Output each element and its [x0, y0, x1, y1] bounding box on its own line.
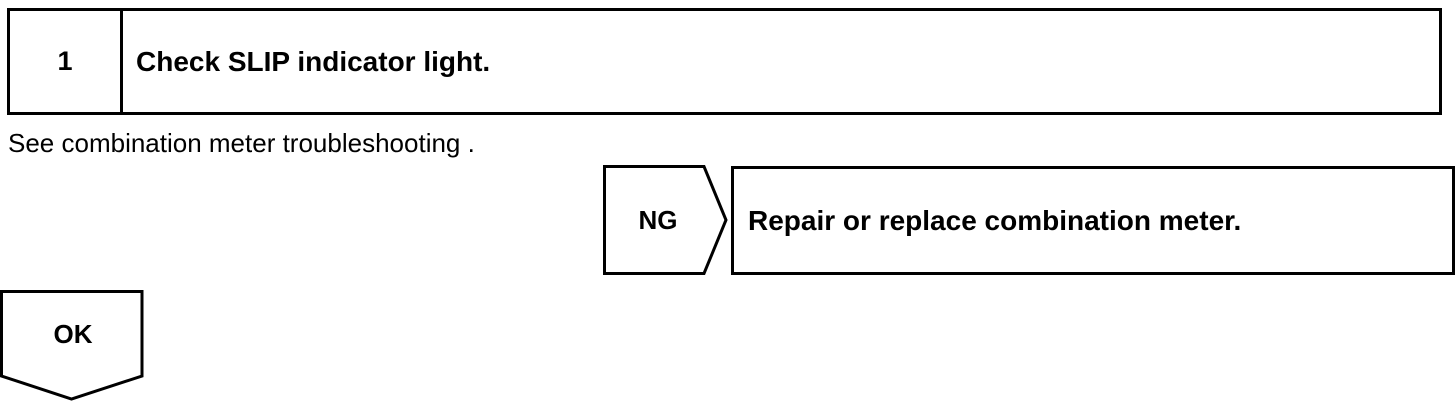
ng-label: NG	[638, 204, 678, 235]
ng-arrow-shape	[603, 165, 728, 275]
ng-action-text: Repair or replace combination meter.	[748, 204, 1242, 236]
step-header: 1 Check SLIP indicator light.	[7, 8, 1442, 115]
ok-label: OK	[53, 318, 93, 349]
instruction-text: See combination meter troubleshooting .	[8, 128, 475, 158]
step-title: Check SLIP indicator light.	[136, 45, 491, 77]
ok-arrow-shape	[0, 290, 144, 401]
step-number: 1	[10, 11, 123, 112]
ng-action-box: Repair or replace combination meter.	[731, 166, 1455, 275]
